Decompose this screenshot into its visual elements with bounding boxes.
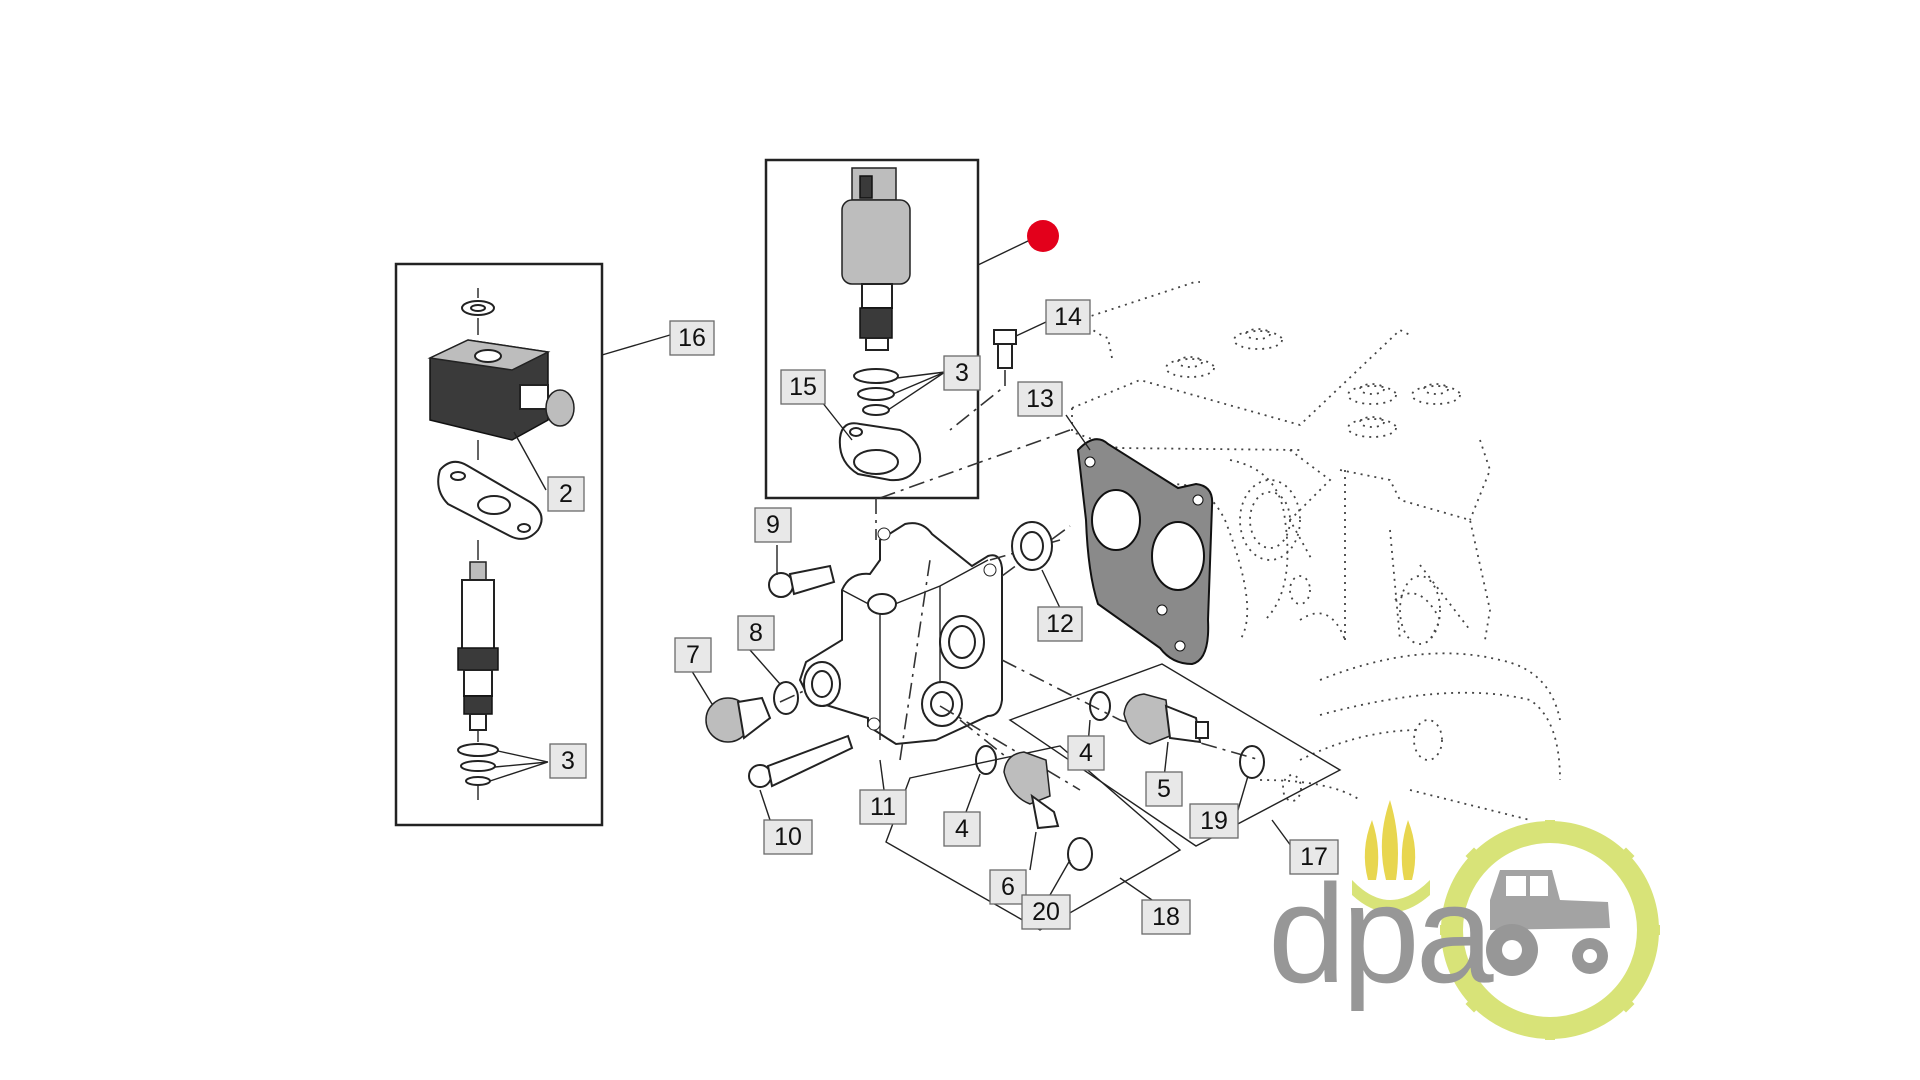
svg-text:11: 11 <box>870 793 896 821</box>
bolt-10 <box>748 734 854 821</box>
callout-14: 14 <box>1045 299 1091 335</box>
bolt-14 <box>949 321 1047 431</box>
callout-18: 18 <box>1141 899 1191 935</box>
callout-9: 9 <box>754 507 792 543</box>
callout-3-left: 3 <box>549 743 587 779</box>
callout-8: 8 <box>737 615 775 651</box>
solenoid-kit-box <box>394 262 671 827</box>
callout-16: 16 <box>669 320 715 356</box>
callout-4-lower: 4 <box>943 811 981 847</box>
callout-11: 11 <box>859 789 907 825</box>
callout-20: 20 <box>1021 894 1071 930</box>
svg-text:19: 19 <box>1200 807 1228 835</box>
plug-and-oring-7-8 <box>689 649 799 743</box>
svg-text:3: 3 <box>561 747 575 775</box>
engine-block-outline <box>1071 281 1561 821</box>
svg-text:15: 15 <box>789 373 817 401</box>
svg-text:4: 4 <box>955 815 969 843</box>
gasket-13 <box>1065 414 1214 666</box>
valve-housing-11 <box>798 522 1003 791</box>
callout-10: 10 <box>763 819 813 855</box>
svg-text:5: 5 <box>1157 775 1171 803</box>
svg-text:4: 4 <box>1079 739 1093 767</box>
callout-15: 15 <box>780 369 826 405</box>
svg-text:7: 7 <box>686 641 700 669</box>
proportional-valve-box <box>764 158 1059 500</box>
callout-7: 7 <box>674 637 712 673</box>
svg-text:14: 14 <box>1054 303 1082 331</box>
callout-17: 17 <box>1289 839 1339 875</box>
fitting-kit-18 <box>885 745 1182 931</box>
callout-13: 13 <box>1017 381 1063 417</box>
svg-text:3: 3 <box>955 359 969 387</box>
callout-5: 5 <box>1145 771 1183 807</box>
callout-6: 6 <box>989 869 1027 905</box>
svg-text:9: 9 <box>766 511 780 539</box>
callout-19: 19 <box>1189 803 1239 839</box>
svg-text:10: 10 <box>774 823 802 851</box>
logo-text: dpa <box>1268 855 1494 1012</box>
seal-12 <box>1011 521 1061 609</box>
fitting-kit-17 <box>1008 663 1342 851</box>
svg-text:17: 17 <box>1300 843 1328 871</box>
callout-3-top: 3 <box>943 355 981 391</box>
svg-text:2: 2 <box>559 480 573 508</box>
svg-text:12: 12 <box>1046 610 1074 638</box>
callout-2: 2 <box>547 476 585 512</box>
callout-4-right: 4 <box>1067 735 1105 771</box>
dpa-logo: dpa <box>1268 800 1660 1040</box>
svg-text:18: 18 <box>1152 903 1180 931</box>
callout-12: 12 <box>1037 606 1083 642</box>
svg-text:20: 20 <box>1032 898 1060 926</box>
svg-text:6: 6 <box>1001 873 1015 901</box>
bolt-9 <box>768 545 836 598</box>
svg-text:8: 8 <box>749 619 763 647</box>
svg-text:13: 13 <box>1026 385 1054 413</box>
red-marker-dot <box>1027 220 1059 252</box>
svg-text:16: 16 <box>678 324 706 352</box>
